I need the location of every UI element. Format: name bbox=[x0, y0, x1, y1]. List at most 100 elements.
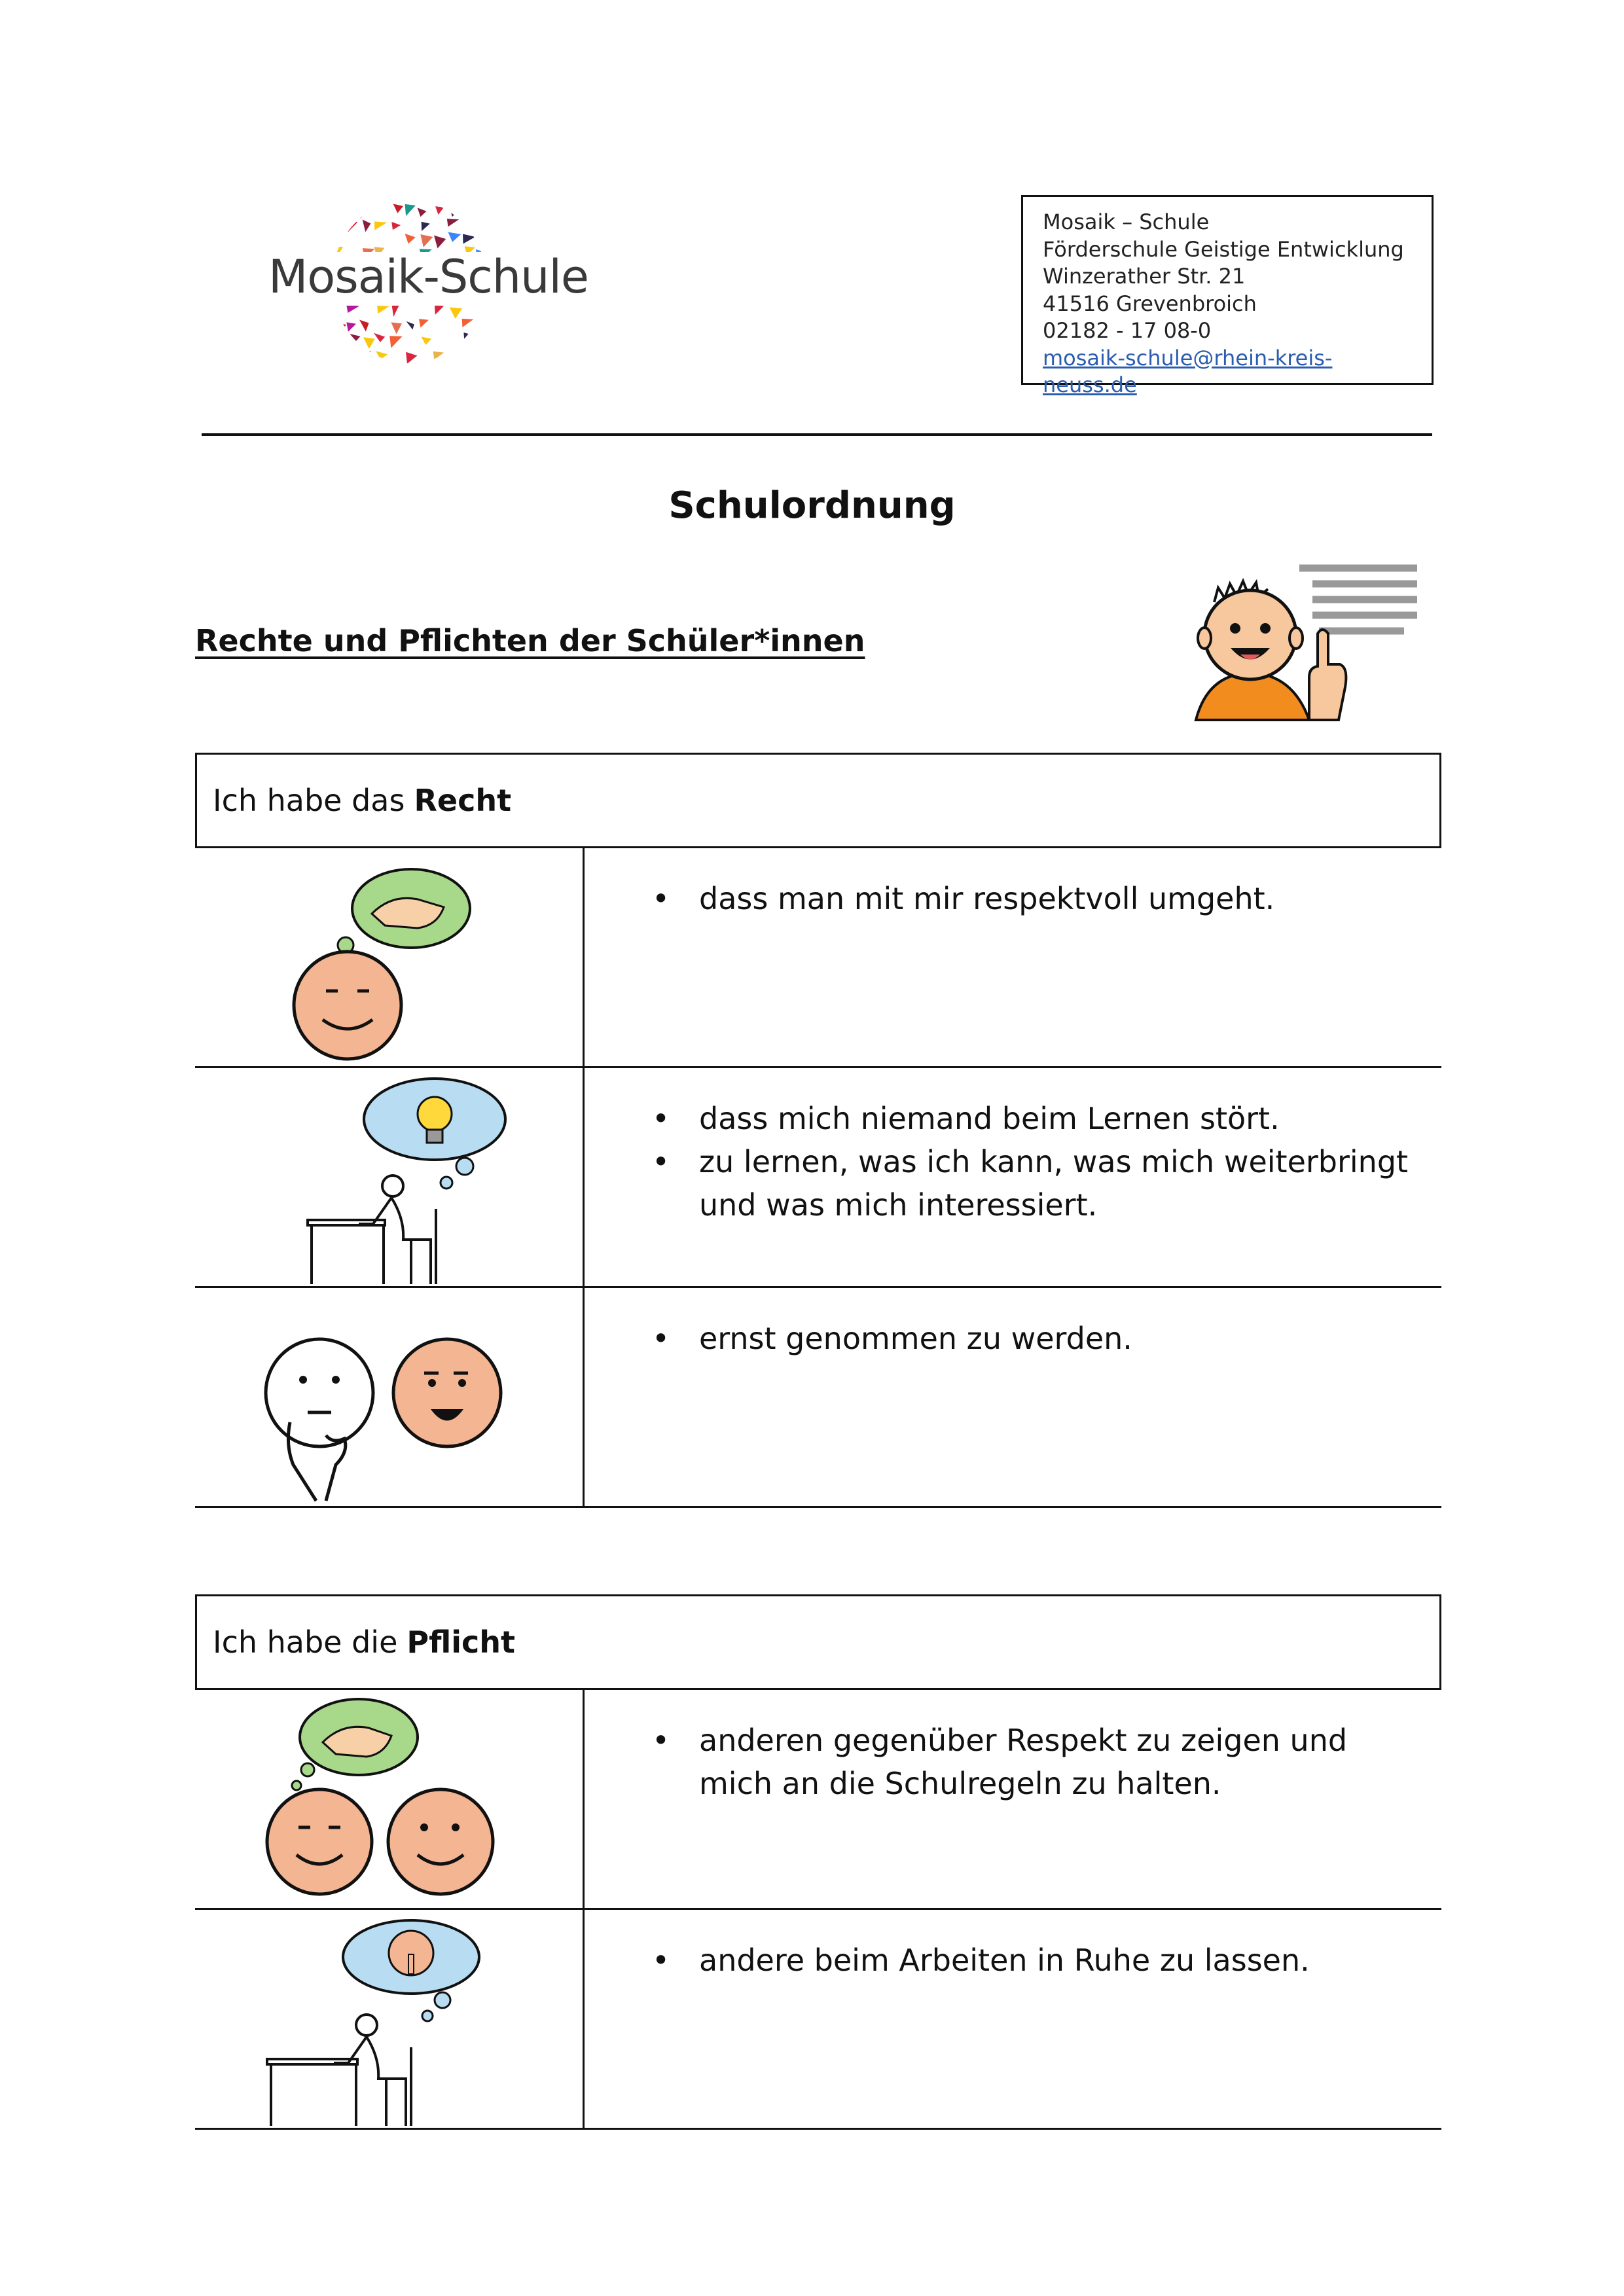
thinking-faces-icon bbox=[195, 1288, 583, 1506]
mosaic-tile bbox=[433, 365, 441, 373]
mosaic-tile bbox=[417, 207, 427, 217]
duties-keyword: Pflicht bbox=[406, 1624, 515, 1660]
mosaic-tile bbox=[478, 232, 486, 243]
mosaic-tile bbox=[406, 351, 418, 363]
column-divider bbox=[583, 1288, 585, 1506]
list-item: ernst genommen zu werden. bbox=[652, 1317, 1411, 1360]
duties-header: Ich habe die Pflicht bbox=[195, 1594, 1441, 1690]
person-pointing-icon bbox=[1188, 556, 1430, 726]
quiet-working-icon bbox=[195, 1910, 583, 2128]
rights-lead: Ich habe das bbox=[213, 783, 405, 818]
column-divider bbox=[583, 1690, 585, 1908]
mosaic-tile bbox=[393, 204, 403, 213]
mosaic-tile bbox=[374, 332, 386, 342]
mosaic-tile bbox=[448, 232, 461, 242]
header-divider bbox=[202, 433, 1432, 436]
mosaic-tile bbox=[463, 234, 476, 244]
learning-idea-icon bbox=[195, 1068, 583, 1286]
handshake-thought-icon bbox=[195, 848, 583, 1066]
mosaic-tile bbox=[477, 364, 486, 373]
page-title: Schulordnung bbox=[668, 484, 956, 527]
duties-list-1: anderen gegenüber Respekt zu zeigen und … bbox=[652, 1719, 1411, 1805]
two-faces-handshake-icon bbox=[195, 1690, 583, 1908]
rights-list-1: dass man mit mir respektvoll umgeht. bbox=[652, 877, 1411, 920]
mosaic-tile bbox=[449, 307, 463, 319]
duties-lead: Ich habe die bbox=[213, 1624, 398, 1660]
mosaic-tile bbox=[492, 319, 505, 329]
school-logo: Mosaik-Schule bbox=[249, 190, 596, 373]
mosaic-tile bbox=[421, 336, 432, 346]
mosaic-tile bbox=[376, 351, 388, 360]
mosaic-tile bbox=[446, 364, 458, 373]
rights-table: Ich habe das Recht dass man mit mir resp… bbox=[195, 753, 1441, 1508]
mosaic-tile bbox=[347, 364, 360, 372]
address-line: Mosaik – Schule bbox=[1043, 209, 1210, 234]
mosaic-tile bbox=[477, 335, 486, 344]
mosaic-tile bbox=[362, 219, 371, 232]
mosaic-tile bbox=[333, 203, 343, 212]
mosaic-tile bbox=[433, 351, 444, 361]
mosaic-tile bbox=[478, 207, 486, 219]
table-row: anderen gegenüber Respekt zu zeigen und … bbox=[195, 1690, 1441, 1910]
mosaic-tile bbox=[389, 336, 403, 348]
mosaic-tile bbox=[420, 234, 433, 247]
mosaic-tile bbox=[449, 351, 461, 363]
table-row: dass mich niemand beim Lernen stört. zu … bbox=[195, 1068, 1441, 1288]
phone-number: 02182 - 17 08-0 bbox=[1043, 318, 1212, 343]
rights-header: Ich habe das Recht bbox=[195, 753, 1441, 848]
rights-keyword: Recht bbox=[414, 783, 512, 818]
mosaic-tile bbox=[347, 204, 359, 215]
duties-list-2: andere beim Arbeiten in Ruhe zu lassen. bbox=[652, 1939, 1411, 1982]
mosaic-tile bbox=[377, 306, 389, 314]
mosaic-tile bbox=[391, 322, 402, 334]
rights-list-2: dass mich niemand beim Lernen stört. zu … bbox=[652, 1097, 1411, 1227]
mosaic-tile bbox=[349, 348, 359, 361]
mosaic-tile bbox=[421, 221, 430, 231]
mosaic-tile bbox=[378, 361, 388, 363]
list-item: dass mich niemand beim Lernen stört. bbox=[652, 1097, 1411, 1140]
mosaic-tile bbox=[405, 204, 416, 217]
mosaic-tile bbox=[434, 304, 444, 315]
rights-list-3: ernst genommen zu werden. bbox=[652, 1317, 1411, 1360]
table-row: ernst genommen zu werden. bbox=[195, 1288, 1441, 1508]
mosaic-tile bbox=[360, 361, 369, 363]
table-row: andere beim Arbeiten in Ruhe zu lassen. bbox=[195, 1910, 1441, 2130]
mosaic-tile bbox=[346, 304, 359, 313]
mosaic-tile bbox=[435, 206, 444, 215]
mosaic-tile bbox=[475, 219, 486, 230]
mosaic-tile bbox=[433, 235, 446, 249]
mosaic-tile bbox=[391, 221, 401, 230]
mosaic-tile bbox=[363, 337, 375, 350]
mosaic-tile bbox=[332, 350, 340, 360]
duties-table: Ich habe die Pflicht anderen gegenüber R… bbox=[195, 1594, 1441, 2131]
mosaic-tile bbox=[346, 322, 357, 332]
mosaic-tile bbox=[405, 234, 416, 244]
table-row: dass man mit mir respektvoll umgeht. bbox=[195, 848, 1441, 1068]
mosaic-circle-icon bbox=[262, 200, 576, 373]
logo-text: Mosaik-Schule bbox=[268, 250, 589, 304]
address-line: Winzerather Str. 21 bbox=[1043, 264, 1246, 289]
mosaic-tile bbox=[446, 219, 460, 227]
list-item: anderen gegenüber Respekt zu zeigen und … bbox=[652, 1719, 1411, 1805]
address-line: 41516 Grevenbroich bbox=[1043, 291, 1257, 316]
mosaic-tile bbox=[406, 321, 414, 330]
mosaic-tile bbox=[419, 319, 429, 328]
section-heading: Rechte und Pflichten der Schüler*innen bbox=[195, 623, 865, 658]
column-divider bbox=[583, 1910, 585, 2128]
address-box: Mosaik – Schule Förderschule Geistige En… bbox=[1021, 195, 1434, 397]
email-link[interactable]: mosaik-schule@rhein-kreis-neuss.de bbox=[1043, 345, 1333, 398]
mosaic-tile bbox=[463, 332, 473, 342]
list-item: dass man mit mir respektvoll umgeht. bbox=[652, 877, 1411, 920]
mosaic-tile bbox=[359, 319, 369, 332]
mosaic-tile bbox=[494, 349, 506, 358]
mosaic-tile bbox=[461, 365, 472, 373]
column-divider bbox=[583, 848, 585, 1066]
mosaic-tile bbox=[476, 321, 485, 334]
address-line: Förderschule Geistige Entwicklung bbox=[1043, 236, 1404, 262]
mosaic-tile bbox=[462, 350, 471, 362]
mosaic-tile bbox=[461, 318, 474, 328]
list-item: andere beim Arbeiten in Ruhe zu lassen. bbox=[652, 1939, 1411, 1982]
mosaic-tile bbox=[419, 362, 431, 363]
mosaic-tile bbox=[391, 304, 400, 317]
column-divider bbox=[583, 1068, 585, 1286]
